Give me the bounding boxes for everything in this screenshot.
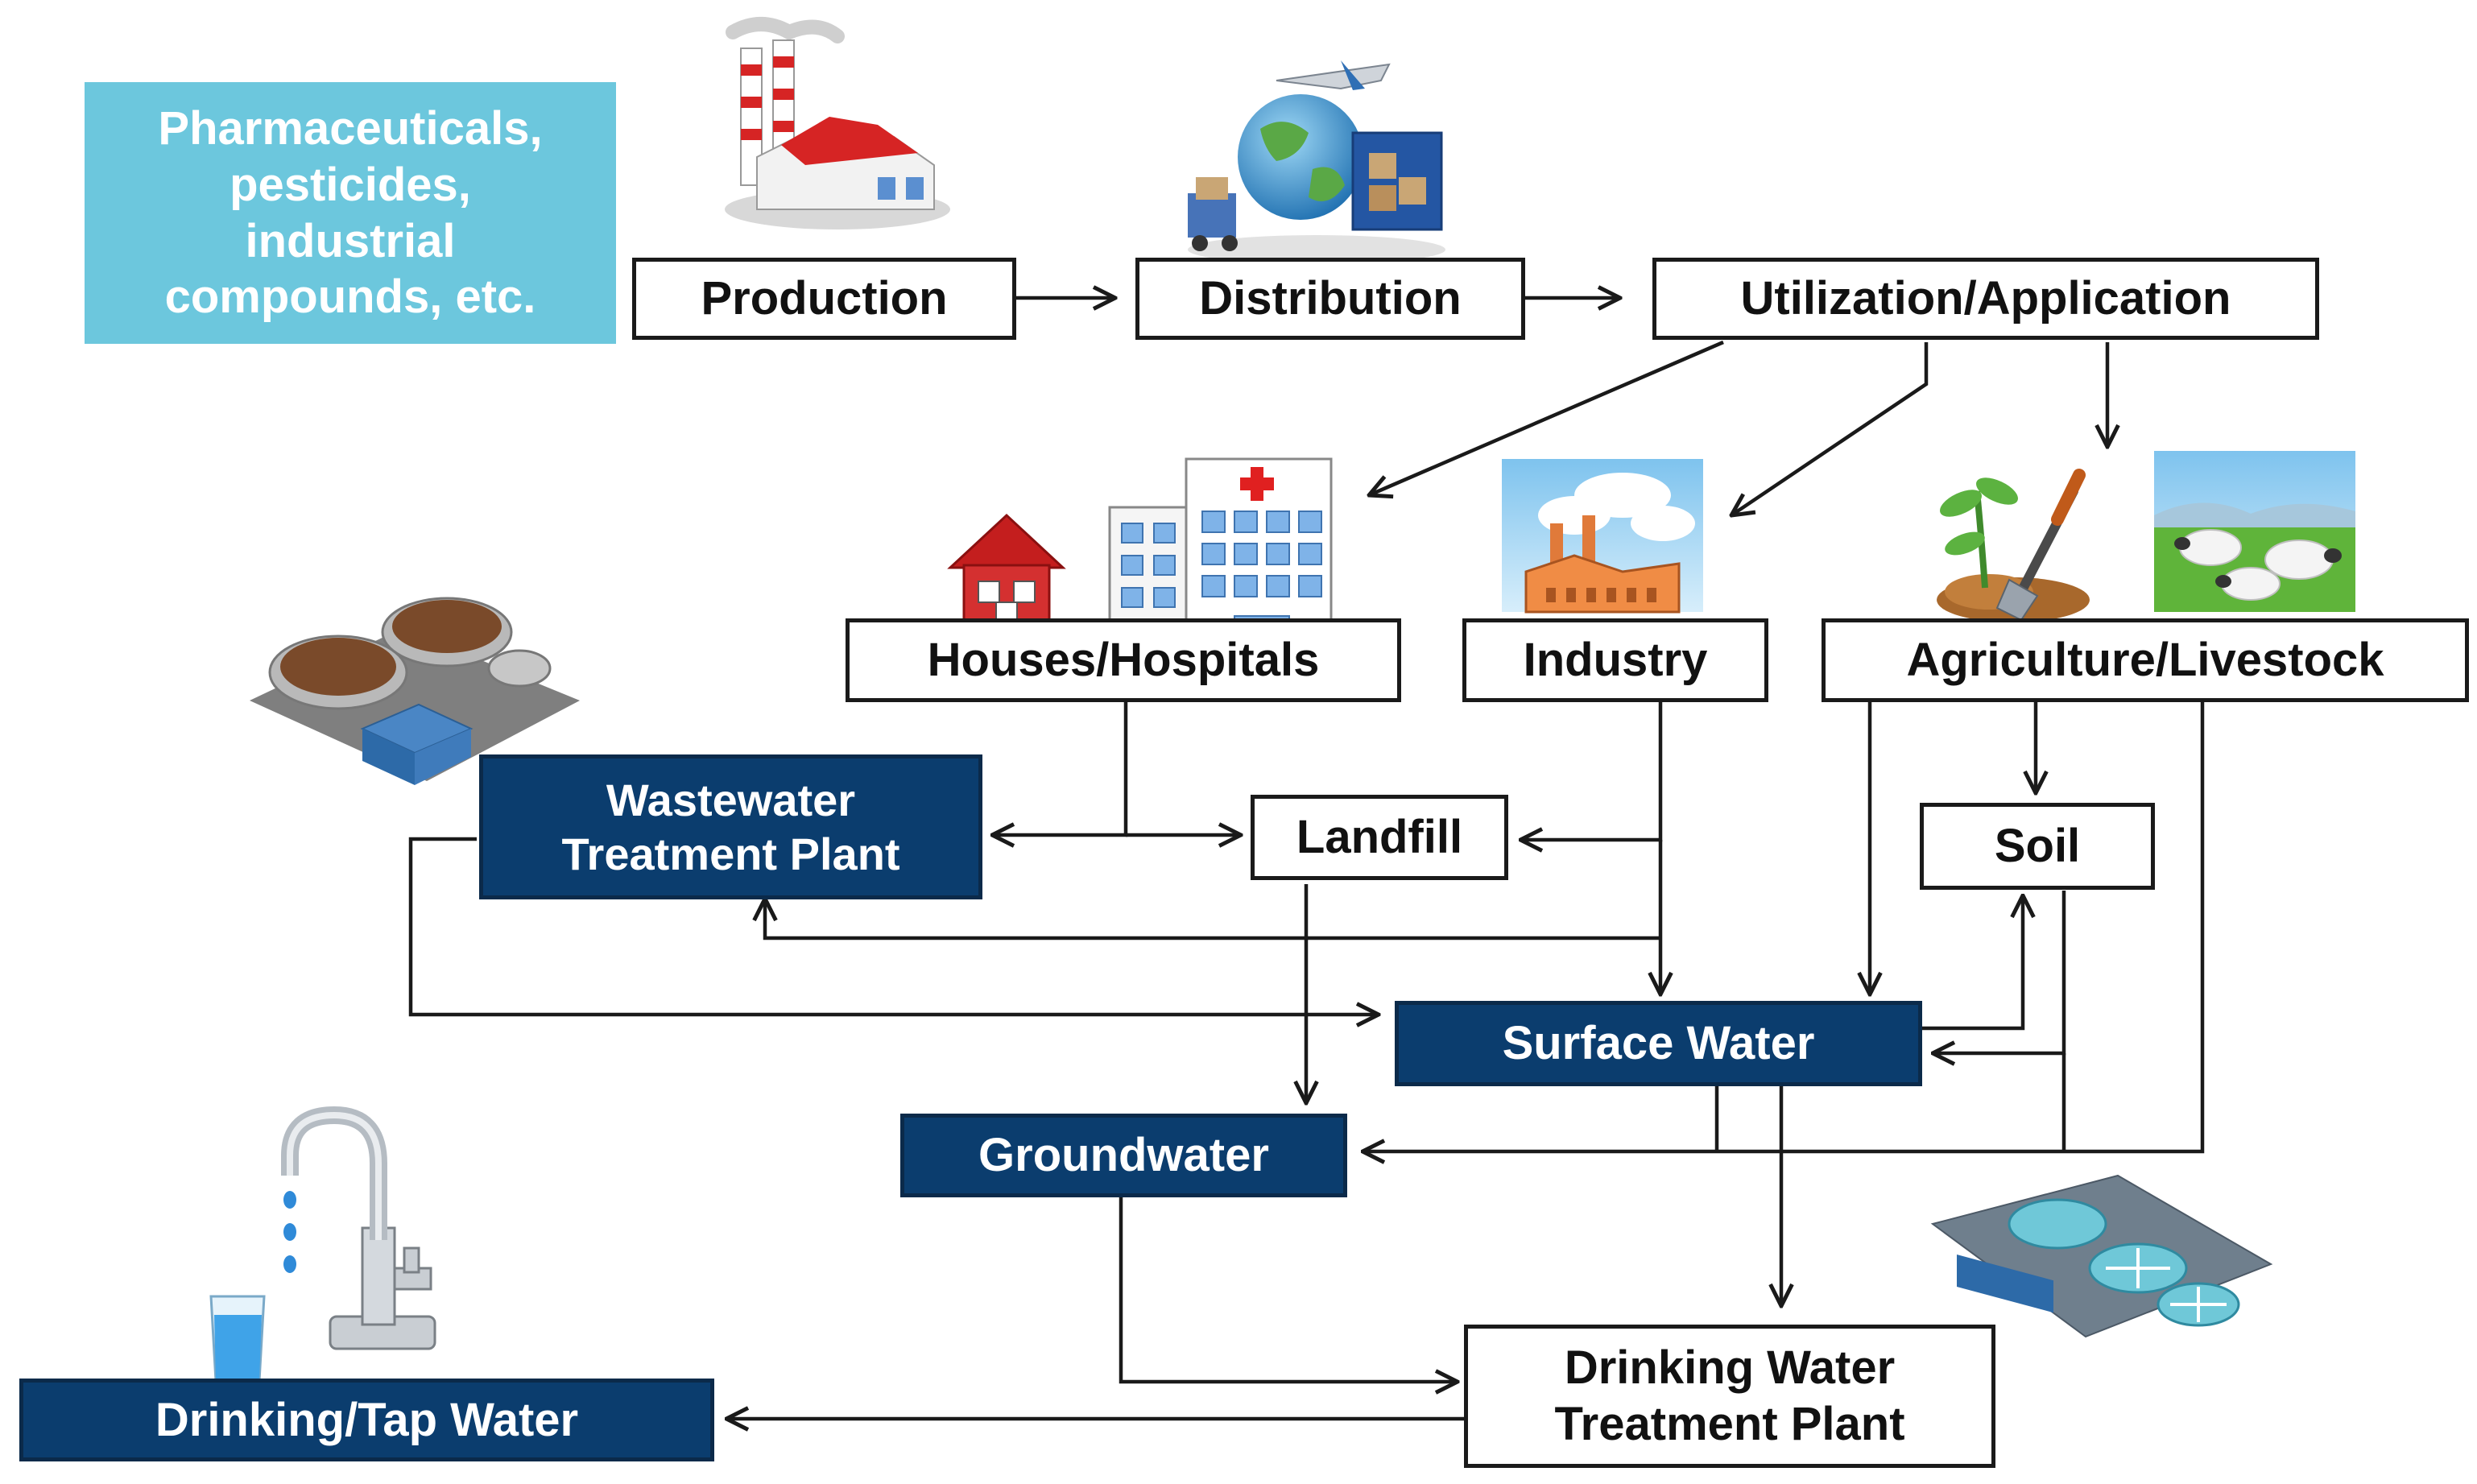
node-distribution: Distribution: [1135, 258, 1525, 340]
water-treatment-plant-icon: [1930, 1174, 2273, 1338]
node-agriculture-livestock: Agriculture/Livestock: [1822, 618, 2469, 702]
arrow-groundwater-dwtp: [1119, 1197, 1458, 1382]
wastewater-plant-icon: [250, 597, 580, 785]
node-production: Production: [632, 258, 1016, 340]
node-utilization: Utilization/Application: [1652, 258, 2319, 340]
node-industry: Industry: [1462, 618, 1768, 702]
arrow-utilization-industry: [1731, 342, 1929, 515]
arrow-agriculture-groundwater: [1363, 702, 2205, 1151]
arrow-utilization-houses: [1369, 340, 1724, 495]
connectors: [408, 298, 2205, 1419]
plant-shovel-icon: [1937, 469, 2090, 622]
intro-compounds-box: Pharmaceuticals, pesticides, industrial …: [85, 82, 616, 344]
node-soil: Soil: [1920, 803, 2155, 890]
arrow-industry-wwtp: [765, 899, 1660, 940]
node-houses-hospitals: Houses/Hospitals: [846, 618, 1401, 702]
node-wastewater-treatment-plant: Wastewater Treatment Plant: [479, 754, 982, 899]
faucet-glass-icon: [209, 1106, 436, 1383]
node-landfill: Landfill: [1251, 795, 1508, 880]
arrow-surface-water-soil: [1921, 895, 2023, 1031]
distribution-globe-icon: [1188, 60, 1445, 264]
arrow-houses-wwtp: [992, 702, 1128, 835]
arrow-industry-landfill: [1520, 702, 1663, 840]
factory-icon: [725, 17, 950, 229]
sheep-pasture-icon: [2154, 451, 2355, 612]
industry-smokestack-icon: [1502, 459, 1703, 614]
arrow-wwtp-surface-water: [408, 837, 1379, 1015]
node-drinking-water-treatment-plant: Drinking Water Treatment Plant: [1464, 1325, 1995, 1468]
node-drinking-tap-water: Drinking/Tap Water: [19, 1379, 714, 1461]
node-groundwater: Groundwater: [900, 1114, 1347, 1197]
node-surface-water: Surface Water: [1395, 1001, 1922, 1086]
